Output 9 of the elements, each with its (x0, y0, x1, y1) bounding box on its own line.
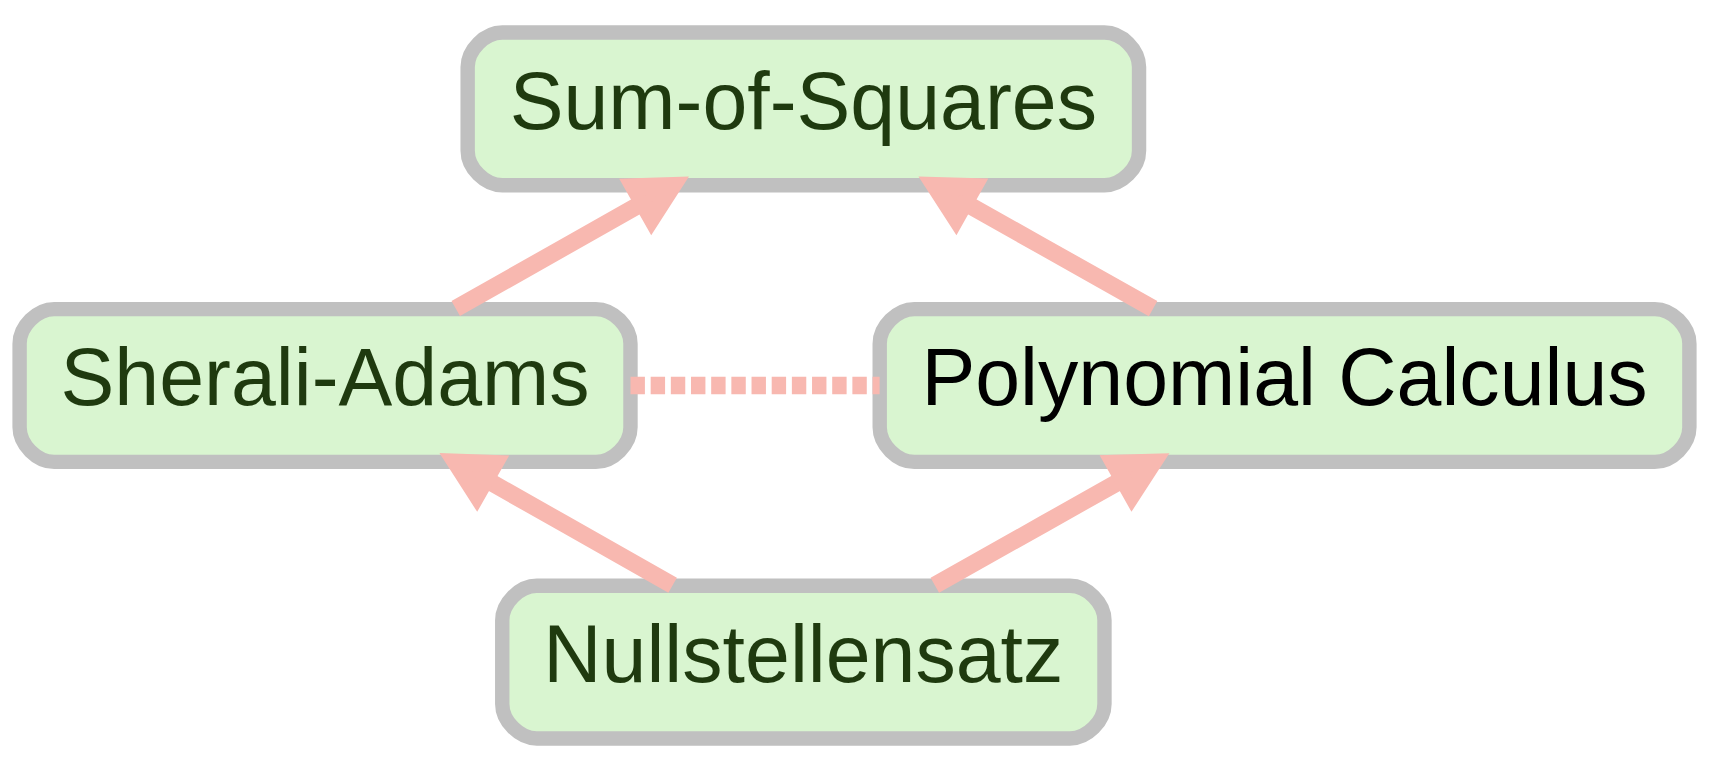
node-box: Sum-of-Squares (460, 24, 1147, 192)
node-box: Nullstellensatz (495, 578, 1112, 746)
arrow (918, 176, 1158, 316)
arrow (439, 452, 677, 593)
arrow (451, 176, 689, 316)
node-box: Sherali-Adams (12, 301, 638, 469)
connector (630, 376, 880, 394)
node-box: Polynomial Calculus (872, 301, 1697, 469)
arrow (930, 452, 1170, 593)
